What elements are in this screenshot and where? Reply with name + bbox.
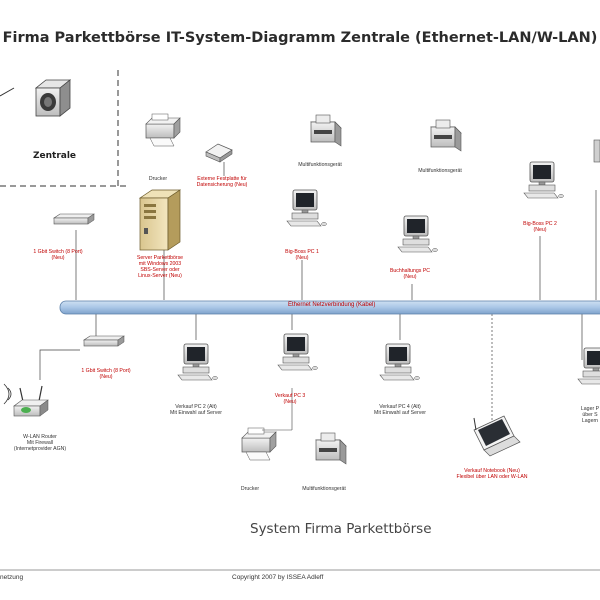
label-verkauf-2: Verkauf PC 2 (Alt)Mit Einwahl auf Server [170,404,222,416]
label-verkauf-4: Verkauf PC 4 (Alt)Mit Einwahl auf Server [374,404,426,416]
label-switch-2: 1 Gbit Switch (8 Port)(Neu) [81,368,131,380]
label-switch-1: 1 Gbit Switch (8 Port)(Neu) [33,249,83,261]
bottom-title: System Firma Parkettbörse [250,521,432,537]
label-drucker-bottom: Drucker [240,486,260,492]
label-notebook: Verkauf Notebook (Neu)Flexibel über LAN … [456,468,528,480]
footer-copyright: Copyright 2007 by ISSEA Adleff [232,574,324,581]
footer-left: netzung [0,574,24,581]
zentrale-label: Zentrale [33,151,77,161]
label-drucker-top: Drucker [148,176,168,182]
label-mf2: Multifunktionsgerät [418,168,462,174]
ethernet-bus-label: Ethernet Netzverbindung (Kabel) [288,302,376,308]
diagram-title: Firma Parkettbörse IT-System-Diagramm Ze… [2,30,598,46]
label-bigboss-1: Big-Boss PC 1(Neu) [285,249,319,261]
label-mf1: Multifunktionsgerät [298,162,342,168]
label-buchhaltung: Buchhaltungs PC(Neu) [389,268,431,280]
label-verkauf-3: Verkauf PC 3(Neu) [274,393,306,405]
label-bigboss-2: Big-Boss PC 2(Neu) [523,221,557,233]
label-mf3: Multifunktionsgerät [302,486,346,492]
